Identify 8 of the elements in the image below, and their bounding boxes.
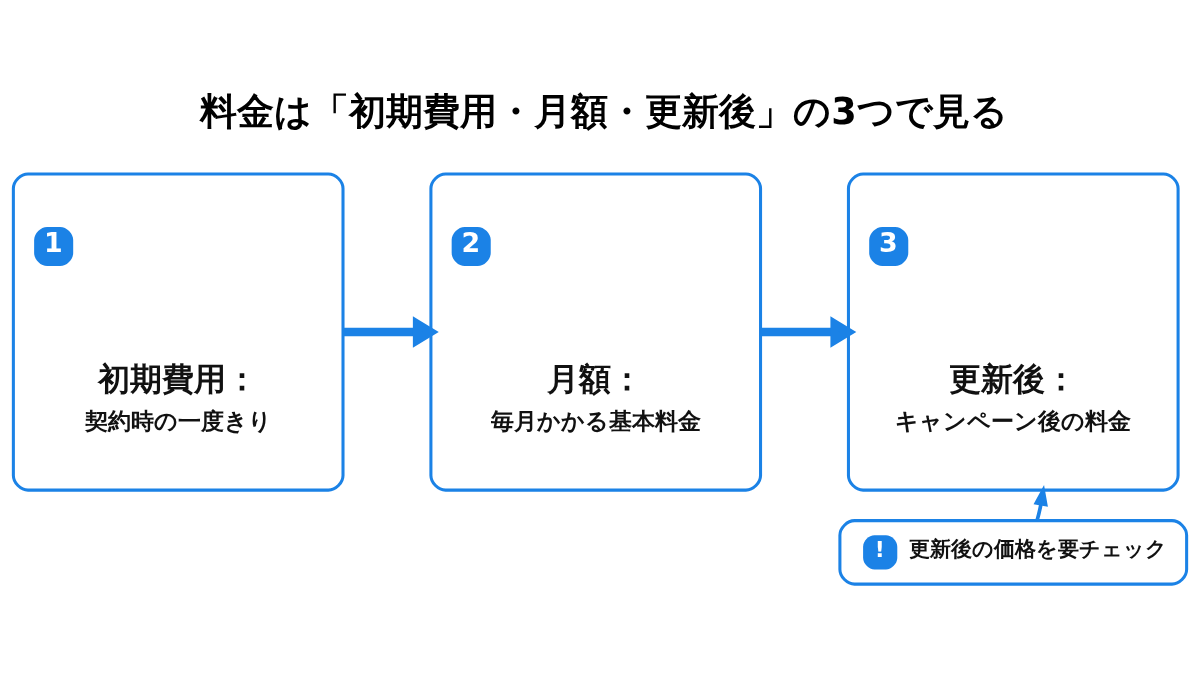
node-box: 1 初期費用： 契約時の一度きり [11, 172, 345, 492]
node-box: 3 更新後： キャンペーン後の料金 [846, 172, 1180, 492]
node-box: ! 更新後の価格を要チェック [838, 519, 1189, 586]
arrow [343, 316, 439, 348]
arrow [760, 316, 857, 348]
diagram-title: 料金は「初期費用・月額・更新後」の3つで見る [200, 89, 1008, 133]
arrow [1033, 485, 1048, 521]
node-box: 2 月額： 毎月かかる基本料金 [429, 172, 763, 492]
